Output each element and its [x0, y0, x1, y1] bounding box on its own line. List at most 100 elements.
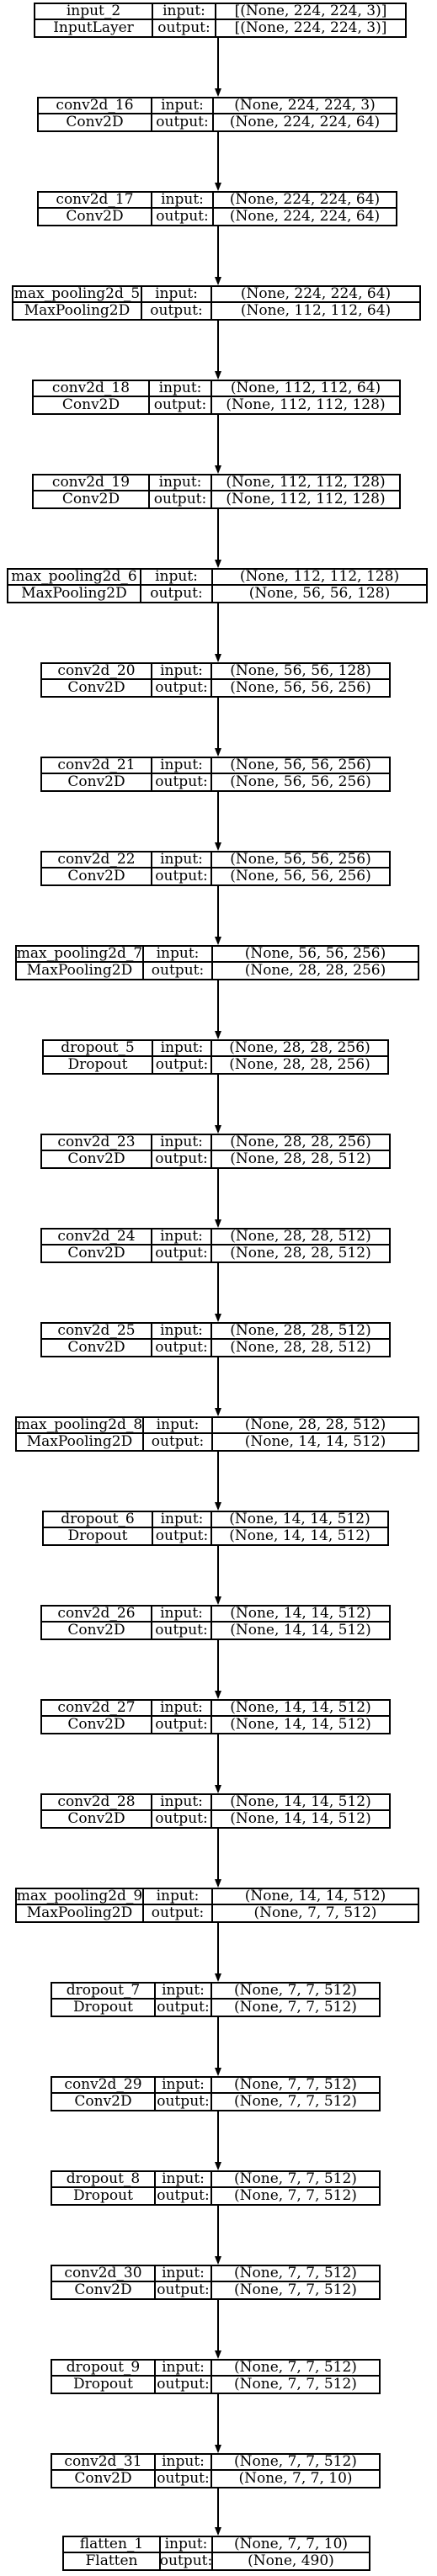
input-label: input:	[152, 98, 214, 114]
output-shape: (None, 224, 224, 64)	[229, 114, 381, 130]
layer-name: dropout_8	[52, 2172, 156, 2188]
input-label: input:	[150, 475, 212, 491]
input-label: input:	[142, 287, 212, 303]
layer-type: Conv2D	[42, 680, 152, 696]
output-label: output:	[153, 1528, 212, 1544]
input-shape: (None, 56, 56, 256)	[213, 947, 418, 963]
layer-name: conv2d_26	[42, 1607, 152, 1623]
input-label: input:	[152, 1701, 212, 1717]
edge-arrow	[215, 603, 221, 662]
edge-arrow	[215, 2206, 221, 2265]
input-shape: (None, 28, 28, 512)	[212, 1230, 389, 1246]
layer-name: conv2d_23	[42, 1135, 152, 1151]
input-shape: (None, 7, 7, 512)	[212, 2455, 379, 2471]
input-label: input:	[152, 1135, 212, 1151]
layer-type: Conv2D	[42, 1151, 152, 1167]
layer-name: conv2d_18	[34, 381, 150, 397]
layer-type: Flatten	[64, 2553, 161, 2569]
edge-arrowhead	[215, 465, 221, 474]
edge-arrow	[215, 1263, 221, 1322]
edge-arrowhead	[215, 1219, 221, 1228]
edge-arrowhead	[215, 2256, 221, 2265]
edge-arrow	[215, 2017, 221, 2076]
input-shape: (None, 14, 14, 512)	[213, 1889, 418, 1905]
edge-arrowhead	[215, 1879, 221, 1888]
edge-arrowhead	[215, 2445, 221, 2453]
edge-arrowhead	[215, 2527, 221, 2536]
input-shape: (None, 112, 112, 64)	[212, 381, 399, 397]
edge-arrow	[215, 1640, 221, 1699]
edge-arrow	[215, 2394, 221, 2453]
edge-arrowhead	[215, 2350, 221, 2359]
layer-type: Conv2D	[34, 491, 150, 507]
edge-arrowhead	[215, 1973, 221, 1982]
output-label: output:	[152, 1246, 212, 1261]
layer-name: conv2d_21	[42, 758, 152, 774]
input-label: input:	[144, 947, 213, 963]
layer-name: conv2d_30	[52, 2266, 156, 2282]
output-shape: (None, 56, 56, 256)	[230, 868, 371, 884]
input-label: input:	[152, 193, 214, 209]
layer-type: Dropout	[52, 2377, 156, 2393]
edge-arrow	[215, 1829, 221, 1888]
layer-type: Conv2D	[42, 1246, 152, 1261]
output-shape: (None, 14, 14, 512)	[230, 1623, 371, 1639]
layer-type: Conv2D	[34, 397, 150, 413]
edge-arrow	[215, 1546, 221, 1605]
layer-type: Conv2D	[42, 1623, 152, 1639]
output-label: output:	[153, 1057, 212, 1073]
output-label: output:	[142, 303, 212, 319]
edge-arrowhead	[215, 1596, 221, 1605]
output-label: output:	[156, 2471, 212, 2487]
output-label: output:	[144, 963, 213, 979]
output-shape: (None, 14, 14, 512)	[244, 1434, 386, 1450]
output-shape: [(None, 224, 224, 3)]	[234, 20, 387, 36]
input-label: input:	[152, 852, 212, 868]
layer-name: conv2d_24	[42, 1230, 152, 1246]
layer-name: conv2d_20	[42, 664, 152, 680]
edge-arrowhead	[215, 1125, 221, 1134]
output-label: output:	[152, 1811, 212, 1827]
output-shape: (None, 7, 7, 512)	[253, 1905, 377, 1921]
edge-arrow	[215, 2300, 221, 2359]
input-label: input:	[156, 2078, 212, 2094]
input-shape: (None, 56, 56, 128)	[212, 664, 389, 680]
output-shape: (None, 28, 28, 256)	[229, 1057, 370, 1073]
output-shape: (None, 28, 28, 512)	[230, 1340, 371, 1356]
layer-name: max_pooling2d_7	[17, 947, 144, 963]
edge-arrowhead	[215, 560, 221, 568]
edge-arrow	[215, 226, 221, 285]
layer-name: conv2d_25	[42, 1324, 152, 1340]
input-label: input:	[153, 1512, 212, 1528]
input-label: input:	[156, 2455, 212, 2471]
edge-arrow	[215, 509, 221, 568]
input-label: input:	[152, 758, 212, 774]
output-label: output:	[161, 2553, 213, 2569]
input-label: input:	[161, 2537, 213, 2553]
input-shape: (None, 224, 224, 64)	[214, 193, 396, 209]
edge-arrowhead	[215, 2162, 221, 2170]
edge-arrowhead	[215, 277, 221, 285]
layer-name: conv2d_16	[39, 98, 152, 114]
output-shape: (None, 14, 14, 512)	[230, 1811, 371, 1827]
layer-type: Conv2D	[52, 2282, 156, 2298]
input-shape: [(None, 224, 224, 3)]	[216, 4, 405, 20]
input-shape: (None, 28, 28, 512)	[213, 1418, 418, 1434]
output-label: output:	[150, 397, 212, 413]
output-label: output:	[152, 1340, 212, 1356]
edge-arrow	[215, 1923, 221, 1982]
layer-name: conv2d_17	[39, 193, 152, 209]
edge-arrowhead	[215, 937, 221, 945]
input-shape: (None, 7, 7, 512)	[212, 2172, 379, 2188]
layer-name: conv2d_29	[52, 2078, 156, 2094]
output-shape: (None, 28, 28, 512)	[230, 1246, 371, 1261]
layer-name: dropout_9	[52, 2361, 156, 2377]
